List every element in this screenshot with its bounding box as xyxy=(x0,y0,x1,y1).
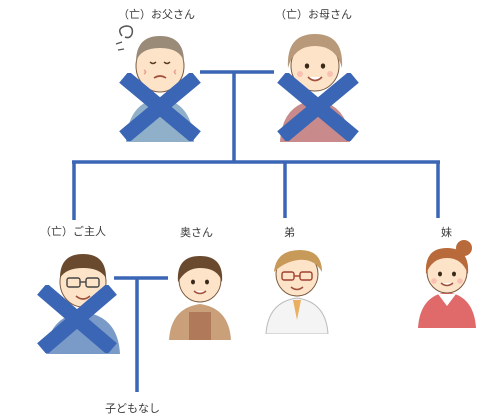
mother-label: （亡）お母さん xyxy=(275,8,352,21)
husband-deceased-cross-icon xyxy=(37,285,117,353)
wife-label: 奥さん xyxy=(180,226,213,239)
father-deceased-cross-icon xyxy=(119,73,201,141)
no-children-label: 子どもなし xyxy=(105,402,160,415)
brother-figure xyxy=(262,244,332,334)
brother-label: 弟 xyxy=(284,226,295,239)
husband-label: （亡）ご主人 xyxy=(40,225,106,238)
father-label: （亡）お父さん xyxy=(118,8,195,21)
sister-figure xyxy=(414,236,480,328)
father-figure xyxy=(112,22,208,142)
mother-deceased-cross-icon xyxy=(277,73,359,141)
wife-figure xyxy=(165,248,235,340)
dizzy-spiral-icon xyxy=(119,25,134,39)
sister-label: 妹 xyxy=(441,226,452,239)
